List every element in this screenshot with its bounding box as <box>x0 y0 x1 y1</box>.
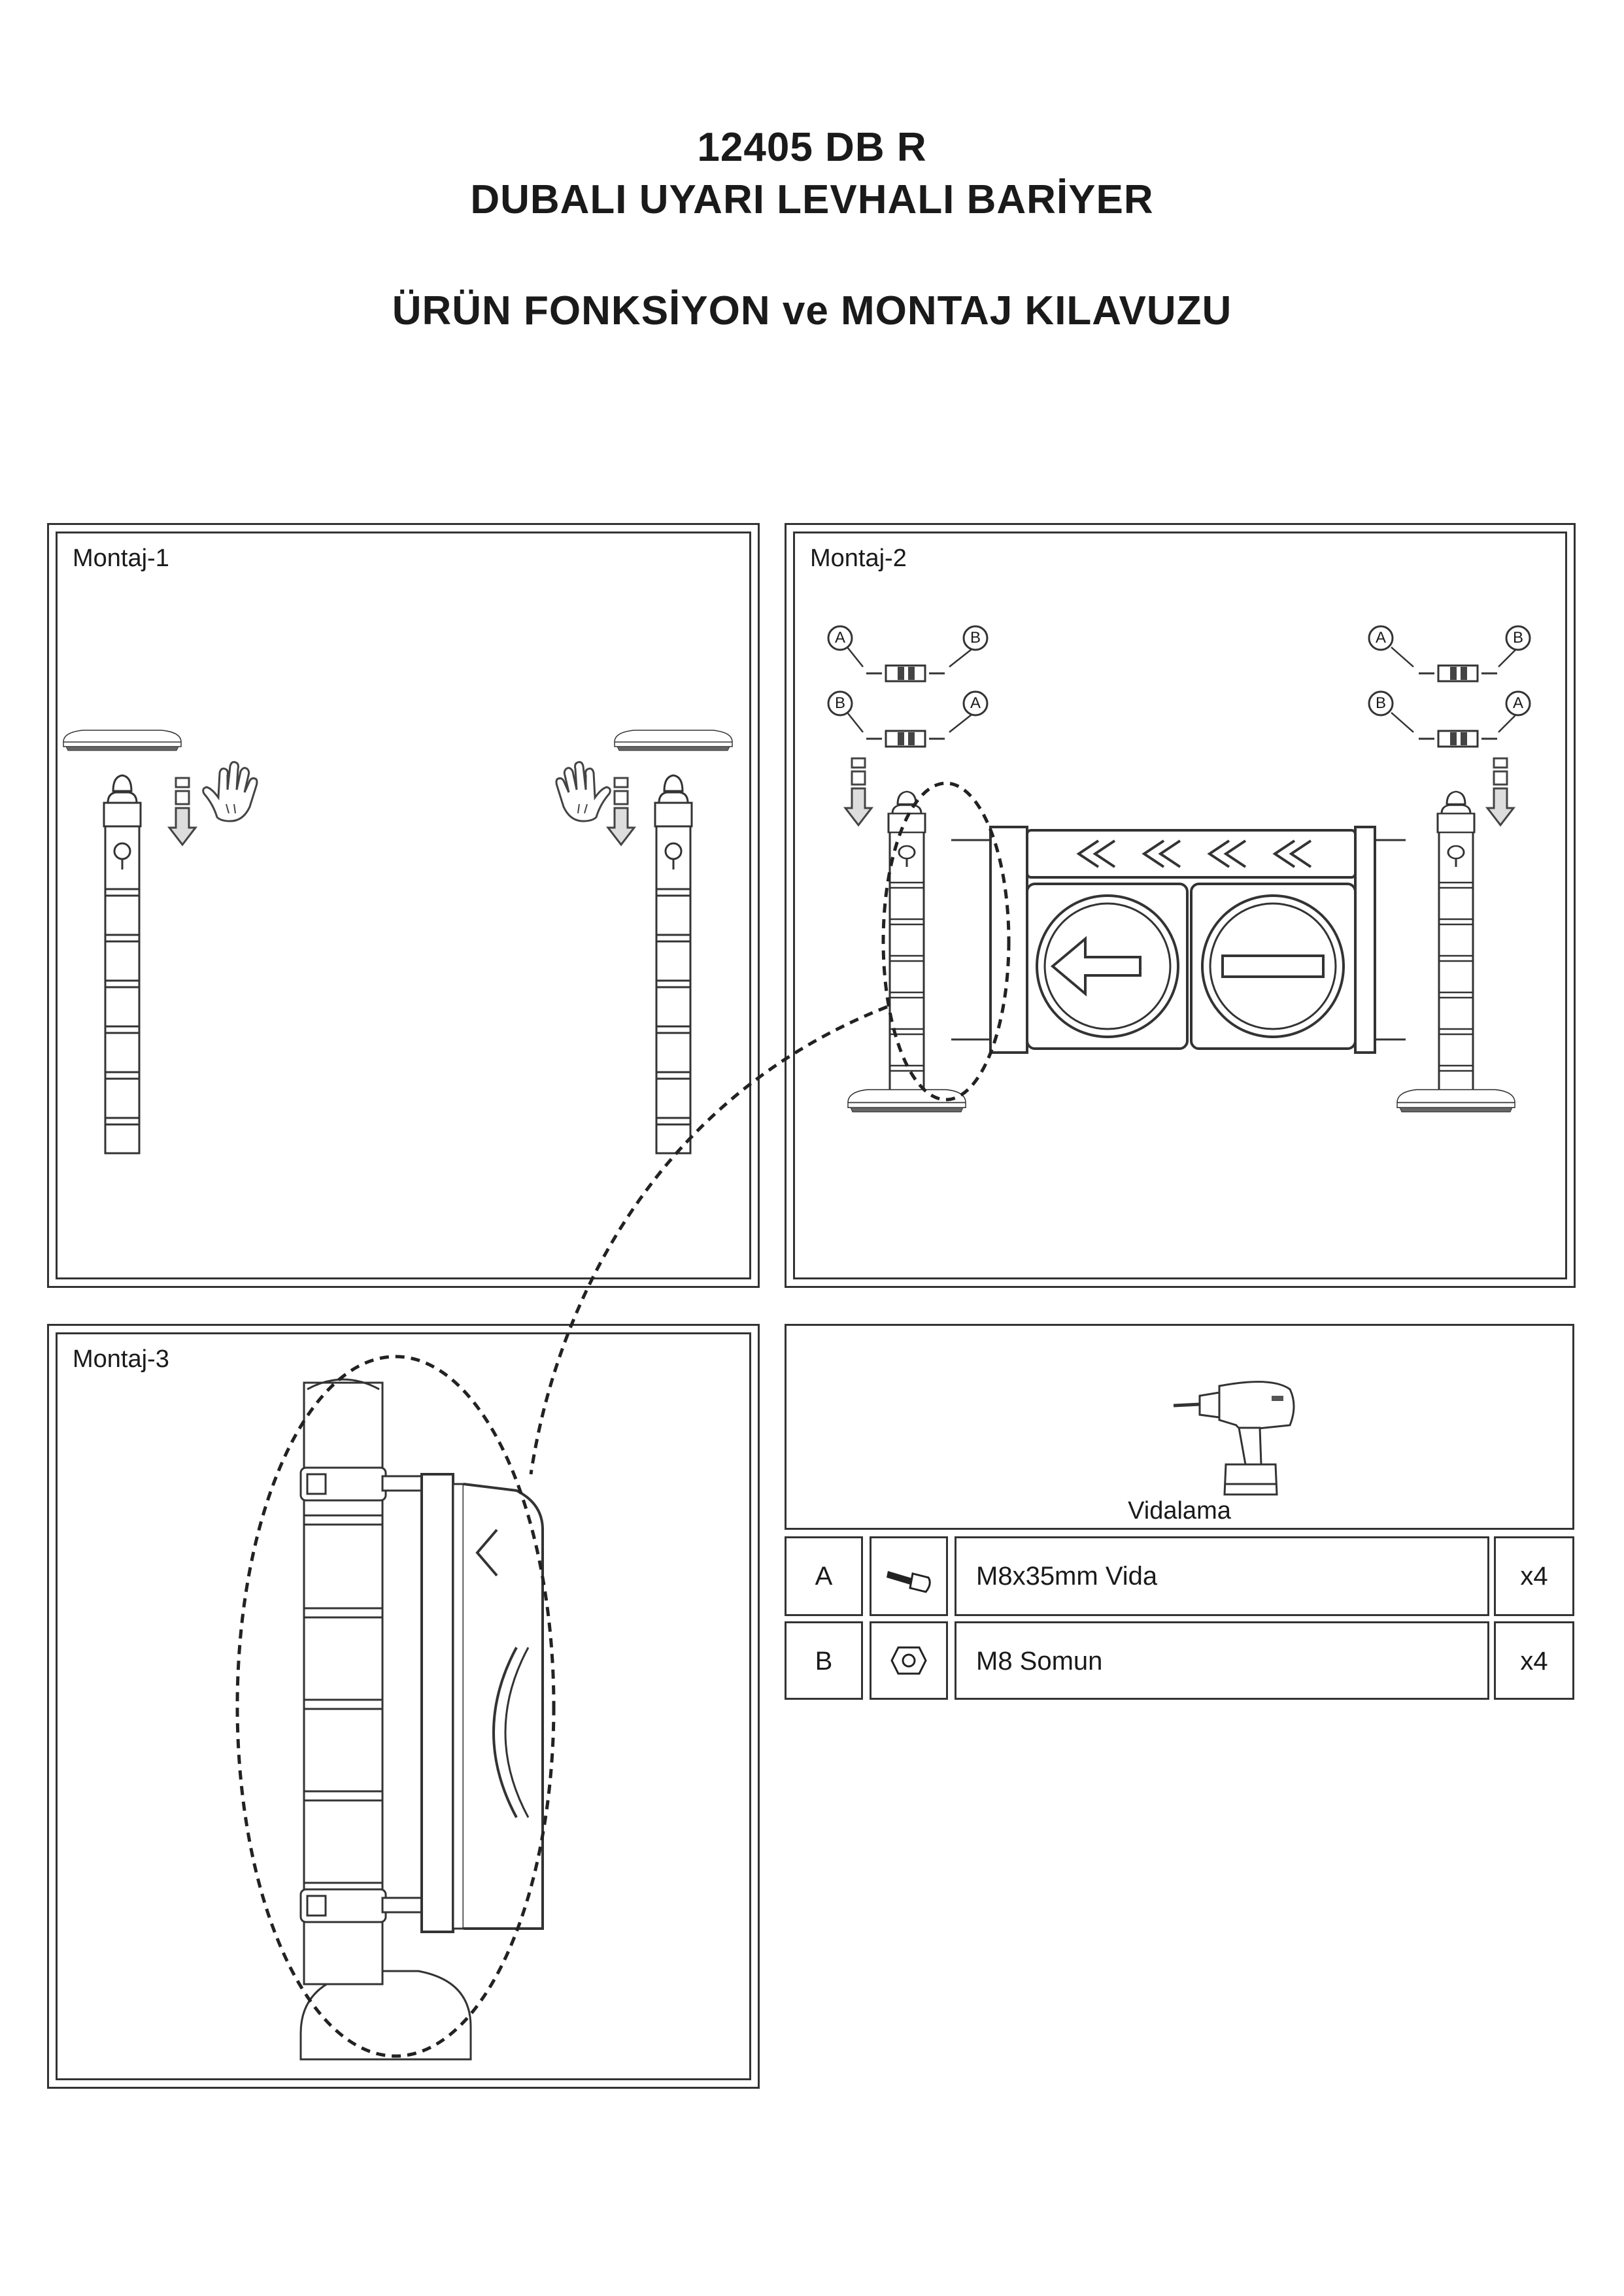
part-id: B <box>815 1647 833 1676</box>
callout-b: B <box>1512 629 1523 647</box>
montaj-1-drawing <box>63 730 733 1155</box>
part-qty: x4 <box>1520 1562 1548 1591</box>
callout-b: B <box>1375 694 1386 712</box>
nut-icon <box>890 1646 927 1675</box>
part-b-qty-cell: x4 <box>1494 1621 1574 1700</box>
part-id: A <box>815 1562 833 1591</box>
tool-box: Vidalama <box>785 1324 1574 1530</box>
callout-a: A <box>834 629 845 647</box>
part-qty: x4 <box>1520 1647 1548 1676</box>
callout-a: A <box>1512 694 1523 712</box>
part-b-name-cell: M8 Somun <box>955 1621 1489 1700</box>
product-code: 12405 DB R <box>697 125 927 170</box>
panel-label: Montaj-1 <box>73 545 169 572</box>
tool-label: Vidalama <box>1128 1497 1231 1525</box>
montaj-2-drawing <box>827 625 1531 1113</box>
product-name: DUBALI UYARI LEVHALI BARİYER <box>470 177 1154 222</box>
part-name: M8x35mm Vida <box>976 1562 1158 1591</box>
hand-icon <box>555 761 611 822</box>
hand-icon <box>202 761 258 822</box>
part-b-id-cell: B <box>785 1621 863 1700</box>
panel-montaj-1: Montaj-1 <box>47 523 760 1288</box>
callout-a: A <box>970 694 981 712</box>
part-a-icon-cell <box>870 1536 948 1616</box>
detail-connector <box>529 1005 888 1475</box>
panel-montaj-3: Montaj-3 <box>47 1324 760 2089</box>
panel-label: Montaj-2 <box>810 545 907 572</box>
montaj-3-drawing <box>235 1355 556 2061</box>
part-a-qty-cell: x4 <box>1494 1536 1574 1616</box>
callout-b: B <box>834 694 845 712</box>
panel-label: Montaj-3 <box>73 1345 169 1373</box>
drill-icon <box>1173 1381 1295 1496</box>
bolt-icon <box>887 1571 931 1593</box>
callout-a: A <box>1375 629 1386 647</box>
part-b-icon-cell <box>870 1621 948 1700</box>
part-a-id-cell: A <box>785 1536 863 1616</box>
panel-montaj-2: Montaj-2 <box>785 523 1576 1288</box>
guide-title: ÜRÜN FONKSİYON ve MONTAJ KILAVUZU <box>392 288 1232 333</box>
part-name: M8 Somun <box>976 1647 1103 1676</box>
callout-b: B <box>970 629 981 647</box>
part-a-name-cell: M8x35mm Vida <box>955 1536 1489 1616</box>
